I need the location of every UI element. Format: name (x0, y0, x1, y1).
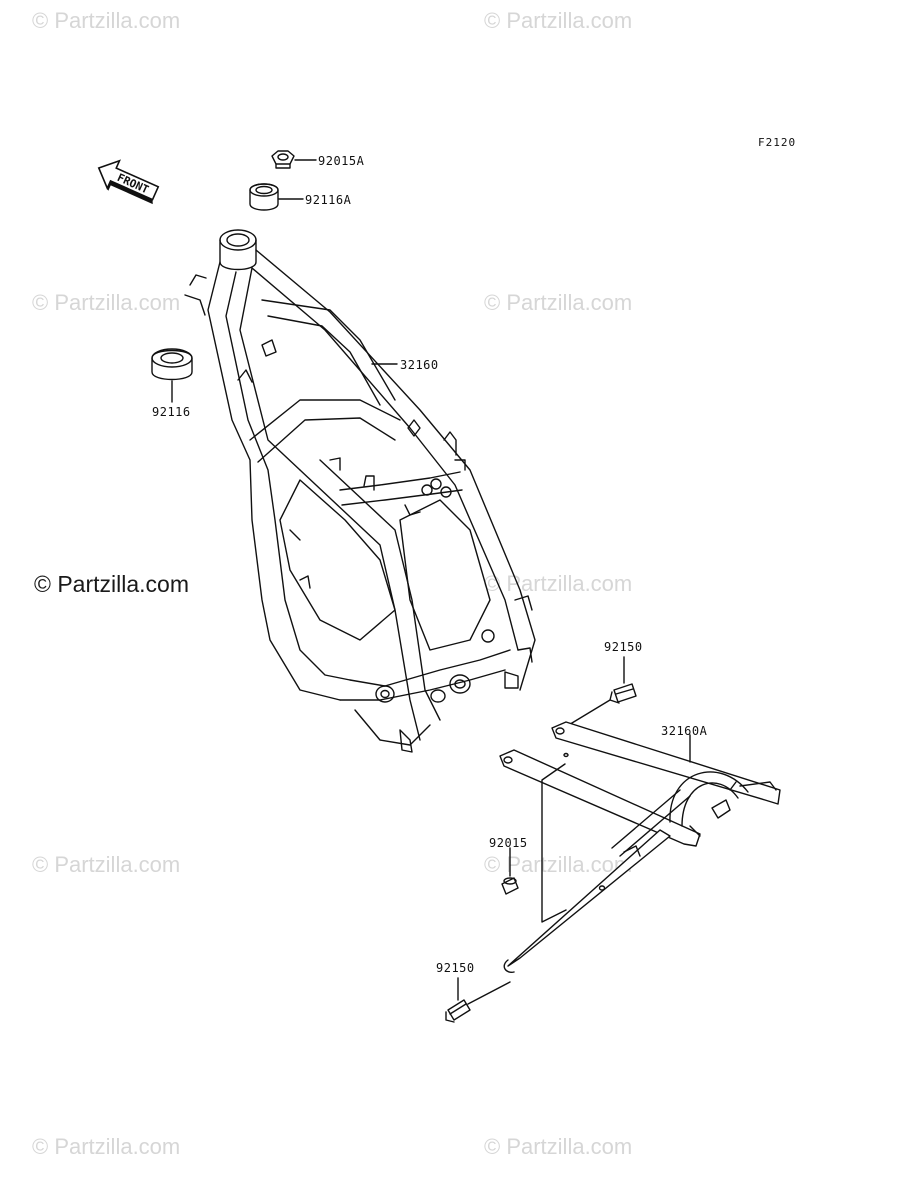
watermark: © Partzilla.com (32, 290, 181, 315)
front-arrow-icon: FRONT (97, 159, 160, 205)
watermark-primary: © Partzilla.com (34, 571, 189, 597)
bearing-part (151, 348, 193, 381)
bolt-part (609, 683, 637, 704)
nut-part (501, 877, 519, 895)
leader-line (541, 763, 567, 923)
callout-label[interactable]: 92150 (436, 961, 475, 975)
main-frame-part (184, 229, 536, 753)
callout-label[interactable]: 32160 (400, 358, 439, 372)
bolt-part (445, 999, 471, 1023)
watermark: © Partzilla.com (484, 290, 633, 315)
nut-part (271, 150, 295, 169)
watermark: © Partzilla.com (484, 852, 633, 877)
callout-label[interactable]: 92015 (489, 836, 528, 850)
callout-label[interactable]: 92150 (604, 640, 643, 654)
callout-label[interactable]: 32160A (661, 724, 708, 738)
leader-line (566, 699, 611, 727)
callout-label[interactable]: 92015A (318, 154, 365, 168)
figure-code: F2120 (758, 136, 797, 149)
watermark: © Partzilla.com (484, 1134, 633, 1159)
leader-line (467, 981, 511, 1005)
callout-label[interactable]: 92116 (152, 405, 191, 419)
callout-label[interactable]: 92116A (305, 193, 352, 207)
bearing-part (249, 183, 279, 211)
watermark: © Partzilla.com (32, 1134, 181, 1159)
watermark: © Partzilla.com (484, 8, 633, 33)
watermark: © Partzilla.com (32, 8, 181, 33)
watermark: © Partzilla.com (484, 571, 633, 596)
watermark: © Partzilla.com (32, 852, 181, 877)
